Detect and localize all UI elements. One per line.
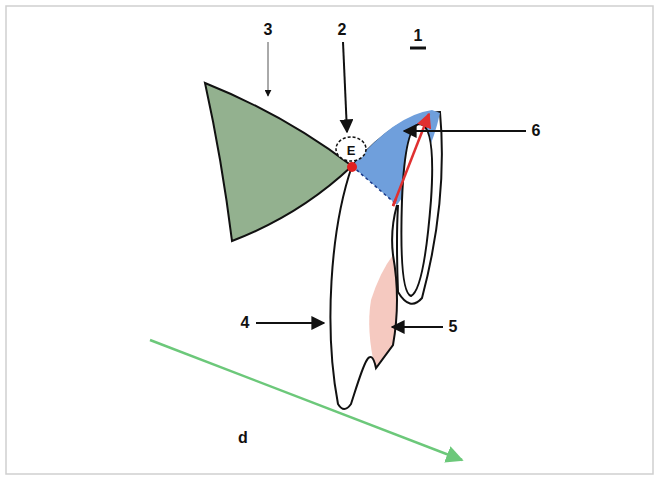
leader-arrow bbox=[343, 42, 347, 132]
callout-number: 6 bbox=[532, 123, 541, 139]
reference-line bbox=[150, 340, 462, 460]
callout-number: 1 bbox=[414, 28, 423, 44]
dotted-boundary bbox=[352, 166, 397, 205]
line-letter: d bbox=[238, 430, 248, 446]
leader-arrow bbox=[392, 326, 443, 328]
region-letter: E bbox=[347, 144, 356, 157]
soft-tissue-region bbox=[205, 83, 352, 241]
lower-tooth-outline bbox=[330, 166, 397, 409]
callout-number: 4 bbox=[241, 315, 250, 331]
measure-line bbox=[393, 114, 429, 206]
dashed-circle bbox=[336, 137, 366, 161]
callout-number: 3 bbox=[264, 22, 273, 38]
leader-arrow bbox=[404, 130, 526, 132]
contact-point bbox=[347, 162, 357, 172]
pink-region bbox=[369, 255, 397, 368]
leader-arrow bbox=[268, 42, 269, 96]
frame-border bbox=[6, 6, 653, 474]
leader-arrow bbox=[256, 322, 324, 324]
measure-bar bbox=[410, 47, 426, 50]
callout-number: 2 bbox=[338, 22, 347, 38]
upper-tooth-inner-outline bbox=[401, 124, 432, 296]
callout-number: 5 bbox=[449, 319, 458, 335]
measure-line-end bbox=[393, 199, 396, 206]
